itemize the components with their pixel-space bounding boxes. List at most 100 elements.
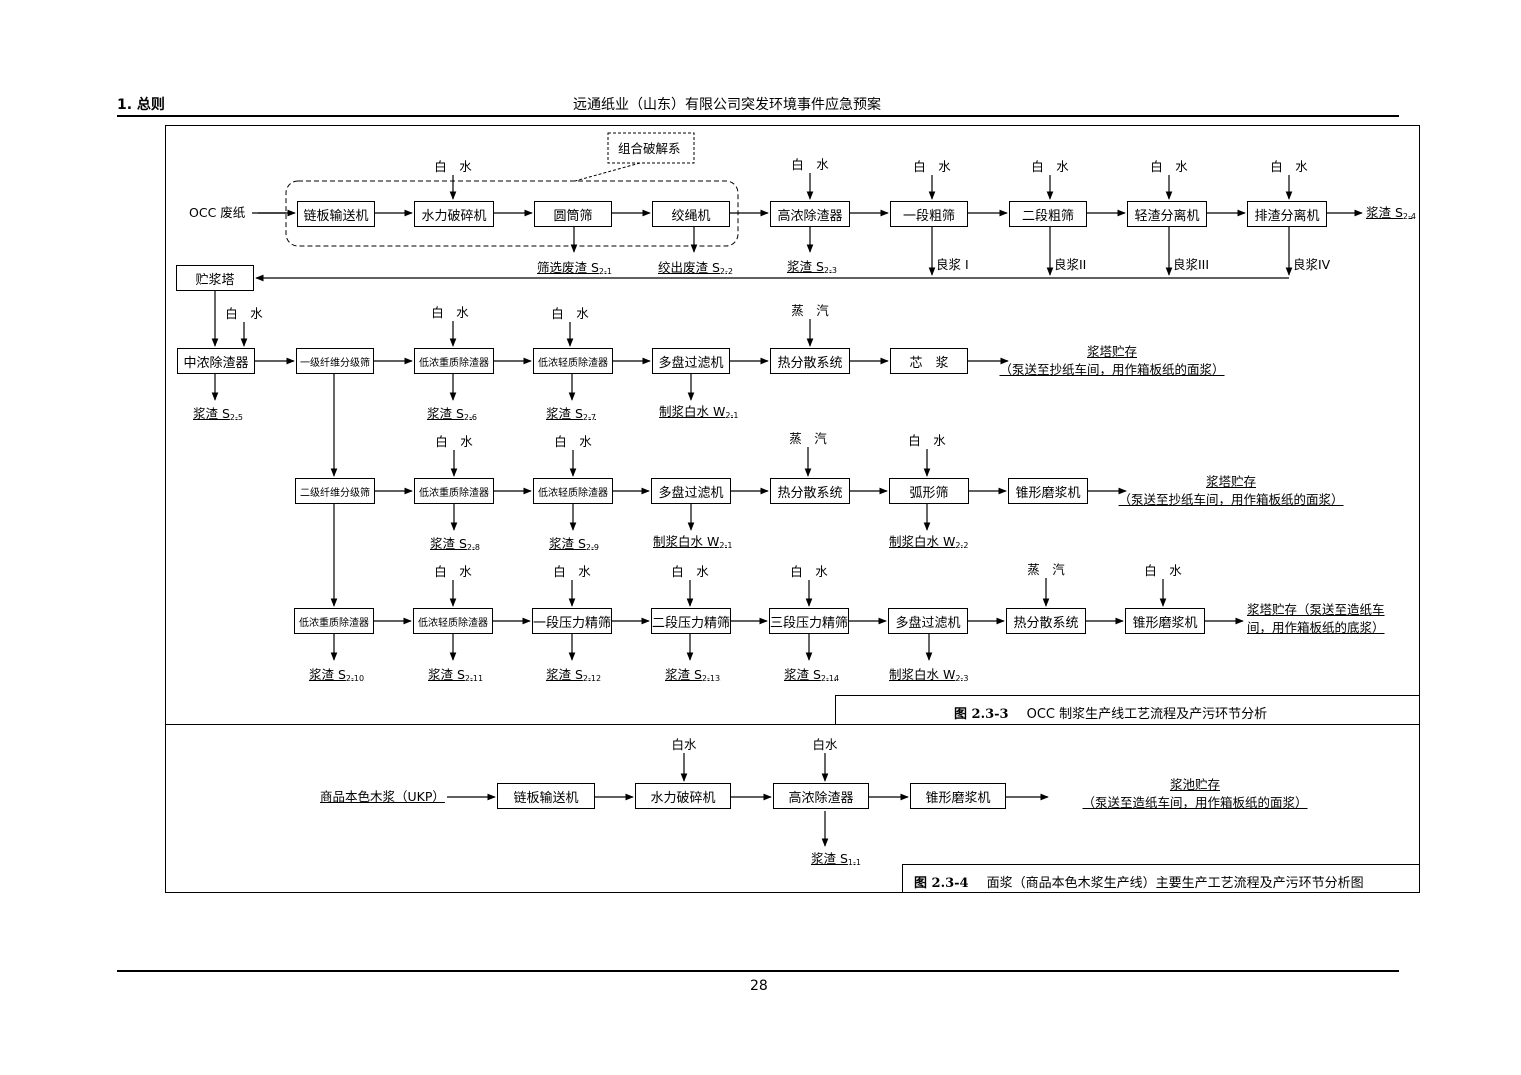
output-label: （泵送至抄纸车间，用作箱板纸的面浆） — [999, 362, 1225, 377]
waste-label: 制浆白水 W2-2 — [889, 534, 969, 551]
figure-2-3-4-frame — [165, 724, 1420, 893]
process-box: 链板输送机 — [297, 201, 375, 227]
white-water-label: 白水 — [671, 737, 697, 752]
process-box: 锥形磨浆机 — [910, 783, 1006, 809]
white-water-label: 白水 — [812, 737, 838, 752]
waste-label: 浆渣 S2-13 — [665, 667, 721, 684]
white-water-label: 白 水 — [434, 159, 472, 174]
white-water-label: 白 水 — [913, 159, 951, 174]
process-box: 高浓除渣器 — [773, 783, 869, 809]
process-box: 低浓重质除渣器 — [414, 348, 494, 374]
process-box: 热分散系统 — [1006, 608, 1086, 634]
white-water-label: 白 水 — [1031, 159, 1069, 174]
storage-tower-box: 贮浆塔 — [176, 265, 254, 291]
process-box: 二级纤维分级筛 — [295, 478, 375, 504]
output-label: （泵送至抄纸车间，用作箱板纸的面浆） — [1118, 492, 1344, 507]
process-box: 低浓轻质除渣器 — [533, 478, 613, 504]
process-box: 一段压力精筛 — [532, 608, 612, 634]
process-box: 水力破碎机 — [635, 783, 731, 809]
output-label: 浆塔贮存 — [1205, 474, 1257, 489]
process-box: 多盘过滤机 — [888, 608, 968, 634]
process-box: 多盘过滤机 — [652, 348, 730, 374]
good-pulp-label: 良浆 I — [936, 257, 969, 272]
ukp-input-label: 商品本色木浆（UKP） — [320, 789, 445, 804]
process-box: 低浓重质除渣器 — [414, 478, 494, 504]
process-box: 绞绳机 — [652, 201, 730, 227]
waste-label: 浆渣 S2-7 — [546, 406, 596, 423]
process-box: 中浓除渣器 — [177, 348, 255, 374]
good-pulp-label: 良浆II — [1054, 257, 1087, 272]
steam-label: 蒸 汽 — [1027, 562, 1065, 577]
process-box: 一级纤维分级筛 — [296, 348, 374, 374]
white-water-label: 白 水 — [431, 305, 469, 320]
process-box: 热分散系统 — [770, 478, 850, 504]
white-water-label: 白 水 — [553, 564, 591, 579]
waste-label: 绞出废渣 S2-2 — [658, 260, 733, 277]
white-water-label: 白 水 — [790, 564, 828, 579]
process-box: 链板输送机 — [497, 783, 595, 809]
waste-label: 浆渣 S2-11 — [428, 667, 484, 684]
process-box: 二段粗筛 — [1009, 201, 1087, 227]
steam-label: 蒸 汽 — [789, 431, 827, 446]
waste-label: 浆渣 S2-4 — [1366, 205, 1416, 222]
process-box: 锥形磨浆机 — [1008, 478, 1088, 504]
waste-label: 浆渣 S2-8 — [430, 536, 480, 553]
process-box: 高浓除渣器 — [770, 201, 850, 227]
steam-label: 蒸 汽 — [791, 303, 829, 318]
waste-label: 浆渣 S2-12 — [546, 667, 602, 684]
process-box: 芯 浆 — [890, 348, 968, 374]
process-box: 低浓重质除渣器 — [294, 608, 374, 634]
output-label: （泵送至造纸车间，用作箱板纸的面浆） — [1082, 795, 1308, 810]
occ-input-label: OCC 废纸 — [189, 205, 246, 220]
white-water-label: 白 水 — [1270, 159, 1308, 174]
waste-label: 筛选废渣 S2-1 — [537, 260, 612, 277]
process-box: 三段压力精筛 — [769, 608, 849, 634]
caption-2-3-4-box — [902, 864, 1420, 893]
group-callout-line — [574, 162, 641, 182]
process-box: 热分散系统 — [770, 348, 850, 374]
process-box: 排渣分离机 — [1247, 201, 1327, 227]
waste-label: 制浆白水 W2-3 — [889, 667, 969, 684]
group-dashed-outline — [285, 180, 739, 247]
header-rule — [117, 115, 1399, 117]
document-title: 远通纸业（山东）有限公司突发环境事件应急预案 — [573, 97, 881, 113]
process-box: 圆筒筛 — [534, 201, 612, 227]
process-box: 水力破碎机 — [414, 201, 494, 227]
waste-label: 浆渣 S2-9 — [549, 536, 599, 553]
process-box: 一段粗筛 — [890, 201, 968, 227]
output-label: 间，用作箱板纸的底浆） — [1247, 620, 1385, 635]
group-label: 组合破解系 — [618, 141, 681, 156]
waste-label: 浆渣 S1-1 — [811, 851, 861, 868]
white-water-label: 白 水 — [1144, 563, 1182, 578]
white-water-label: 白 水 — [908, 433, 946, 448]
white-water-label: 白 水 — [791, 157, 829, 172]
waste-label: 浆渣 S2-3 — [787, 259, 837, 276]
waste-label: 浆渣 S2-5 — [193, 406, 243, 423]
footer-rule — [117, 970, 1399, 972]
process-box: 弧形筛 — [889, 478, 969, 504]
caption-2-3-3-box — [835, 695, 1420, 725]
process-box: 轻渣分离机 — [1127, 201, 1207, 227]
white-water-label: 白 水 — [1150, 159, 1188, 174]
good-pulp-label: 良浆IV — [1293, 257, 1331, 272]
white-water-label: 白 水 — [434, 564, 472, 579]
group-label-box — [607, 132, 695, 164]
white-water-label: 白 水 — [551, 306, 589, 321]
white-water-label: 白 水 — [225, 306, 263, 321]
output-label: 浆塔贮存（泵送至造纸车 — [1247, 602, 1385, 617]
good-pulp-label: 良浆III — [1173, 257, 1210, 272]
output-label: 浆塔贮存 — [1086, 344, 1138, 359]
waste-label: 浆渣 S2-14 — [784, 667, 840, 684]
section-label: 1. 总则 — [117, 97, 165, 113]
page-number: 28 — [750, 978, 768, 994]
process-box: 低浓轻质除渣器 — [533, 348, 613, 374]
output-label: 浆池贮存 — [1169, 777, 1221, 792]
process-box: 多盘过滤机 — [651, 478, 731, 504]
white-water-label: 白 水 — [671, 564, 709, 579]
process-box: 锥形磨浆机 — [1125, 608, 1205, 634]
waste-label: 制浆白水 W2-1 — [659, 404, 739, 421]
waste-label: 制浆白水 W2-1 — [653, 534, 733, 551]
